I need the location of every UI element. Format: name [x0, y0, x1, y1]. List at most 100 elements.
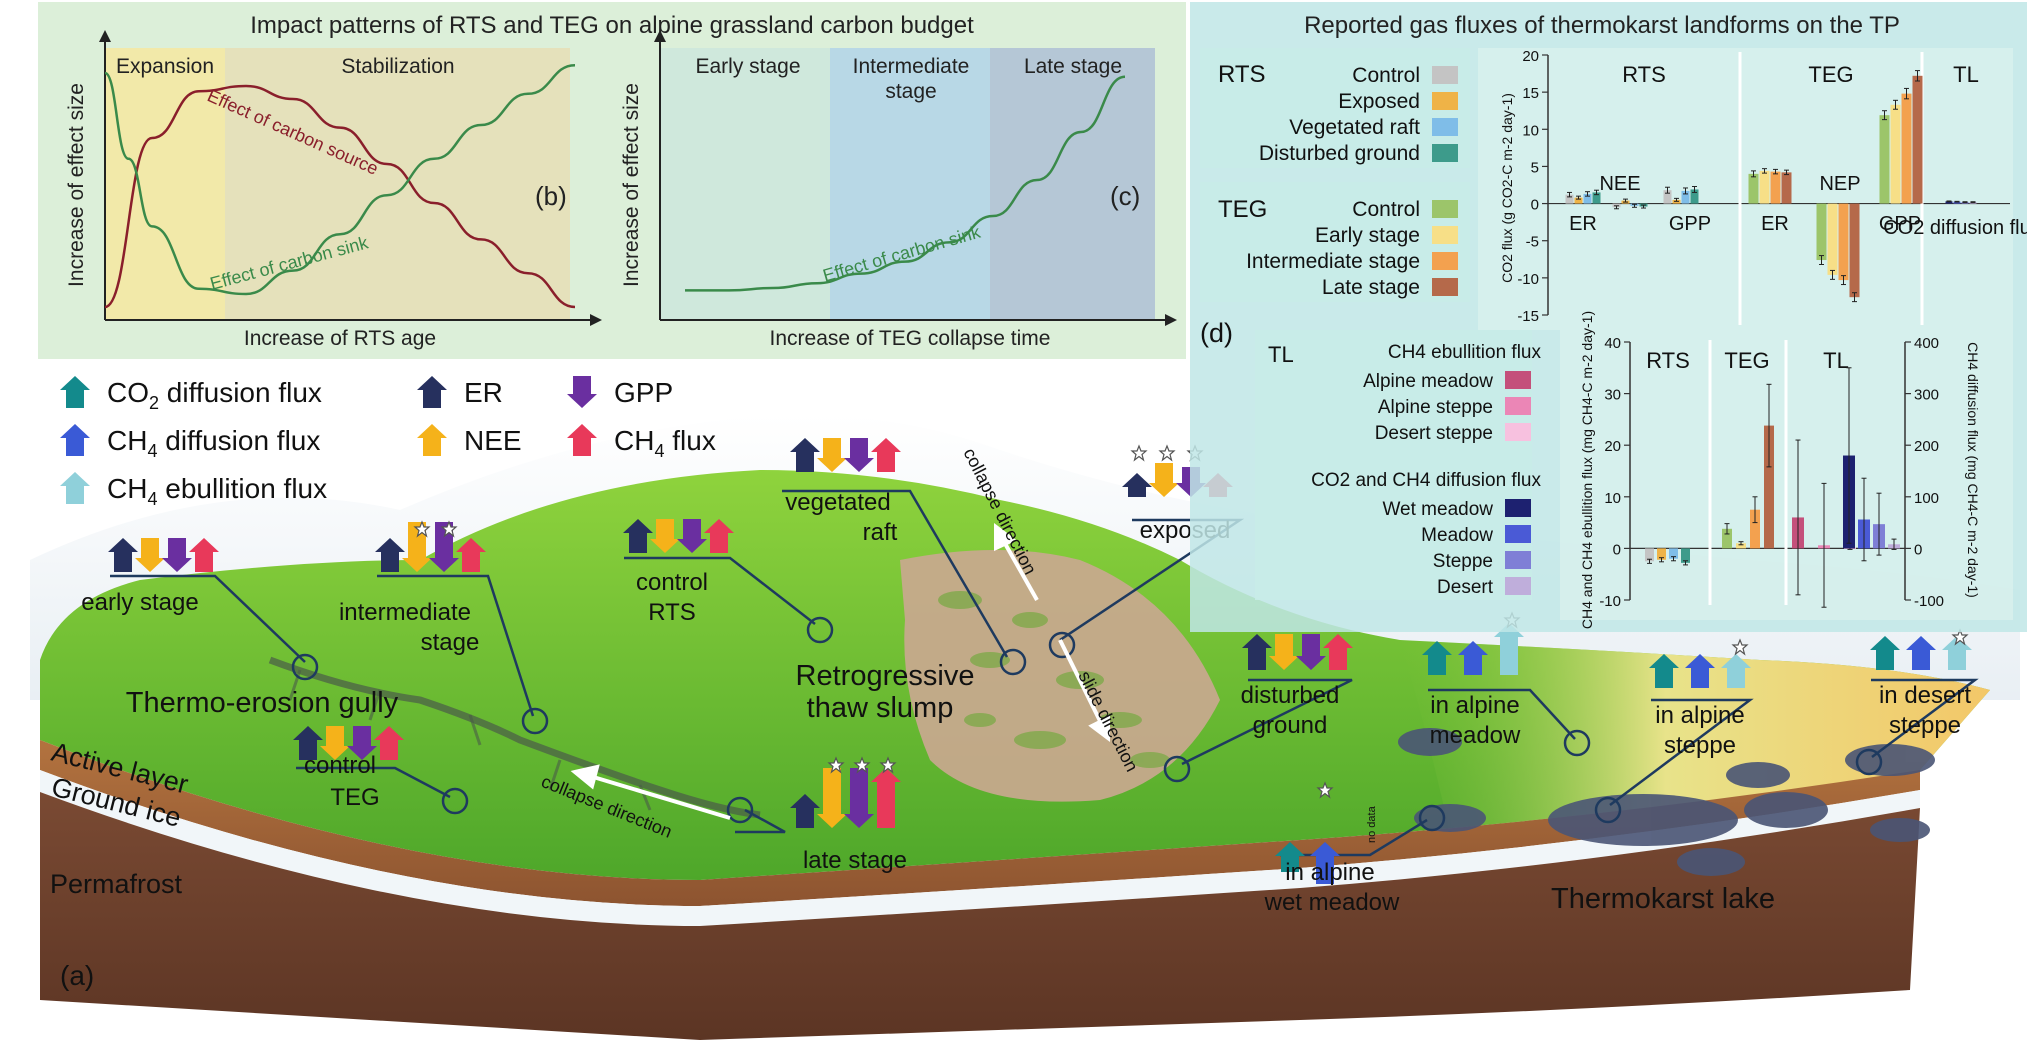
- legend-label: Desert steppe: [1375, 423, 1493, 444]
- ch4_flux-arrow-icon: [871, 438, 901, 472]
- gpp-arrow-icon: [567, 376, 597, 408]
- label-alpine-meadow-2: meadow: [1430, 722, 1521, 749]
- carbon-source-curve: [104, 84, 576, 309]
- label-wet-meadow-1: in alpine: [1285, 859, 1374, 886]
- legend-swatch: [1505, 397, 1531, 415]
- gpp-arrow-icon: [677, 519, 707, 553]
- nee-arrow-icon: [320, 726, 350, 760]
- legend-label: Control: [1352, 64, 1420, 87]
- legend-label: Alpine meadow: [1363, 371, 1493, 392]
- co2-bar: [1781, 172, 1792, 204]
- legend-swatch: [1432, 66, 1458, 84]
- legend-label: Steppe: [1433, 551, 1493, 572]
- label-desert-steppe-2: steppe: [1889, 712, 1961, 739]
- nee-arrow-icon: [650, 519, 680, 553]
- co2-bar: [1838, 203, 1849, 281]
- co2-bar: [1748, 173, 1759, 204]
- tl-legend-title: TL: [1268, 342, 1294, 367]
- ch4-bar-rts: [1657, 548, 1666, 560]
- ch4-right-tick-label: -100: [1914, 593, 1944, 610]
- co2-bar: [1953, 201, 1961, 204]
- arrows-alpine-steppe: [1649, 654, 1751, 688]
- label-vegetated-2: raft: [863, 519, 898, 546]
- arrows-desert-steppe: [1870, 636, 1972, 670]
- legend-ch4-flux: CH4 flux: [614, 425, 716, 461]
- co2-category-label: NEP: [1819, 173, 1860, 195]
- panel-d-title: Reported gas fluxes of thermokarst landf…: [1304, 12, 1900, 39]
- ch4-group-title: TL: [1823, 348, 1849, 373]
- legend-swatch: [1505, 577, 1531, 595]
- panel-c-xlabel: Increase of TEG collapse time: [770, 327, 1051, 350]
- label-alpine-steppe-2: steppe: [1664, 732, 1736, 759]
- ch4-bar-rts: [1645, 548, 1654, 562]
- landscape-annotations: early stage intermediate stage control R…: [49, 438, 1979, 991]
- gpp-arrow-icon: [347, 726, 377, 760]
- ch4-right-tick-label: 400: [1914, 335, 1939, 352]
- zone-stabilization: Stabilization: [341, 55, 454, 78]
- co2-y-tick-label: 10: [1522, 122, 1539, 139]
- arrows-wet-meadow: [1275, 842, 1340, 884]
- zone-intermediate-2: stage: [885, 80, 936, 103]
- legend-label: Wet meadow: [1382, 499, 1493, 520]
- co2-group-title: RTS: [1622, 62, 1666, 87]
- panel-a-label: (a): [60, 960, 94, 991]
- co2-bar: [1759, 170, 1770, 204]
- panel-b-label: (b): [535, 181, 567, 211]
- label-permafrost: Permafrost: [50, 869, 183, 899]
- co2-bar: [1574, 197, 1583, 204]
- co2-y-tick-label: 0: [1531, 197, 1539, 214]
- ch4-right-tick-label: 0: [1914, 541, 1922, 558]
- ch4-diffusion-arrow-icon: [60, 424, 90, 456]
- arrows-disturbed-ground: [1242, 634, 1353, 670]
- label-alpine-steppe-1: in alpine: [1655, 702, 1744, 729]
- label-control-rts-2: RTS: [648, 599, 696, 626]
- ch4-left-tick-label: 20: [1604, 438, 1621, 455]
- legend-swatch: [1432, 252, 1458, 270]
- legend-co2-diffusion: CO2 diffusion flux: [107, 377, 322, 413]
- er-arrow-icon: [417, 376, 447, 408]
- label-wet-meadow-2: wet meadow: [1264, 889, 1400, 916]
- nee-arrow-icon: [817, 438, 847, 472]
- co2-category-label: CO2 diffusion flux: [1883, 217, 2027, 239]
- zone-expansion: Expansion: [116, 55, 214, 78]
- ch4-bar-teg: [1736, 543, 1746, 549]
- title-rts-2: thaw slump: [807, 692, 954, 724]
- co2-bar: [1583, 193, 1592, 204]
- co2-bar: [1565, 194, 1574, 204]
- co2-bar: [1901, 93, 1912, 204]
- co2-bar: [1879, 115, 1890, 204]
- flux-legend: CO2 diffusion flux CH4 diffusion flux CH…: [60, 376, 716, 509]
- co2-bar: [1945, 201, 1953, 204]
- legend-swatch: [1432, 278, 1458, 296]
- ch4_diffusion-arrow-icon: [1458, 641, 1488, 675]
- legend-label: Control: [1352, 198, 1420, 221]
- rts-legend-title: RTS: [1218, 61, 1266, 88]
- legend-label: Early stage: [1315, 224, 1420, 247]
- label-desert-steppe-1: in desert: [1879, 682, 1971, 709]
- legend-gpp: GPP: [614, 377, 673, 408]
- er-arrow-icon: [1122, 473, 1152, 497]
- ch4-ebullition-arrow-icon: [60, 472, 90, 504]
- label-late-stage: late stage: [803, 847, 907, 874]
- zone-intermediate-1: Intermediate: [853, 55, 970, 78]
- legend-swatch: [1432, 226, 1458, 244]
- ch4_flux-arrow-icon: [871, 768, 901, 828]
- legend-swatch: [1505, 499, 1531, 517]
- panel-d-label: (d): [1200, 318, 1233, 348]
- label-vegetated-1: vegetated: [785, 489, 890, 516]
- panel-b-ylabel: Increase of effect size: [65, 83, 88, 287]
- co2-bar: [1827, 203, 1838, 275]
- panel-c-label: (c): [1110, 181, 1140, 211]
- ch4-flux-arrow-icon: [567, 424, 597, 456]
- er-arrow-icon: [1242, 634, 1272, 670]
- co2-y-tick-label: 20: [1522, 48, 1539, 65]
- co2-diffusion-arrow-icon: [60, 376, 90, 408]
- ch4_diffusion-arrow-icon: [1906, 636, 1936, 670]
- ch4-right-tick-label: 100: [1914, 490, 1939, 507]
- legend-label: Disturbed ground: [1259, 142, 1420, 165]
- ch4-right-tick-label: 200: [1914, 438, 1939, 455]
- er-arrow-icon: [790, 794, 820, 828]
- ch4-bar-rts: [1681, 548, 1690, 563]
- gpp-arrow-icon: [162, 538, 192, 572]
